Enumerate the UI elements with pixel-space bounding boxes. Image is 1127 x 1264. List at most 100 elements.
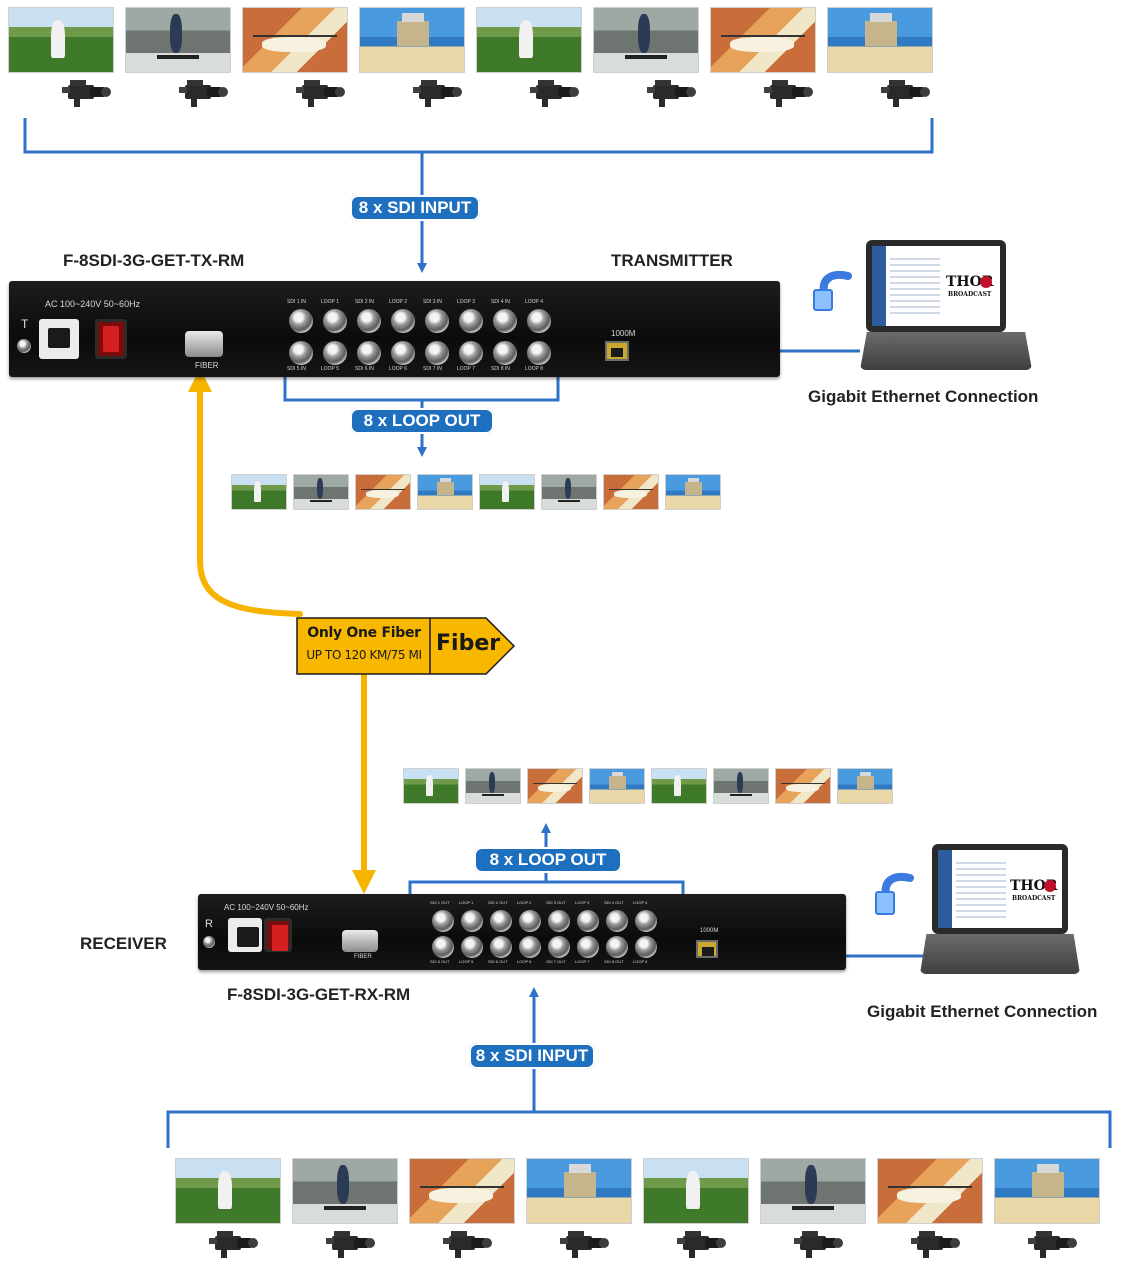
lifeguard-thumbnail bbox=[589, 768, 645, 804]
rx-ethernet-caption: Gigabit Ethernet Connection bbox=[867, 1002, 1098, 1021]
fiber-sign-line2: UP TO 120 KM/75 MI bbox=[306, 648, 422, 662]
port-label: SDI 6 IN bbox=[355, 366, 374, 372]
skate-thumbnail bbox=[541, 474, 597, 510]
bnc-connector[interactable] bbox=[425, 341, 449, 365]
tx-sdi-input-badge: 8 x SDI INPUT bbox=[350, 195, 480, 221]
video-camera-icon bbox=[1026, 1228, 1078, 1258]
laptop-screen-content: THOR BROADCAST bbox=[872, 246, 1000, 326]
bnc-connector[interactable] bbox=[577, 936, 599, 958]
bnc-connector[interactable] bbox=[527, 341, 551, 365]
tx-side-letter: T bbox=[21, 317, 29, 331]
ground-screw bbox=[203, 936, 215, 948]
rx-ethernet-port[interactable] bbox=[696, 940, 718, 958]
soccer-thumbnail bbox=[403, 768, 459, 804]
port-label: LOOP 2 bbox=[517, 900, 532, 905]
bnc-connector[interactable] bbox=[357, 309, 381, 333]
video-camera-icon bbox=[879, 77, 931, 107]
fiber-sign: Only One Fiber UP TO 120 KM/75 MI Fiber bbox=[296, 617, 516, 675]
lifeguard-thumbnail bbox=[417, 474, 473, 510]
tx-model-label: F-8SDI-3G-GET-TX-RM bbox=[63, 251, 245, 270]
tx-fiber-port[interactable] bbox=[185, 331, 223, 357]
port-label: LOOP 2 bbox=[389, 299, 407, 305]
video-camera-icon bbox=[411, 77, 463, 107]
bnc-connector[interactable] bbox=[490, 910, 512, 932]
thor-logo-sub: BROADCAST bbox=[1012, 895, 1056, 902]
port-label: SDI 5 IN bbox=[287, 366, 306, 372]
bnc-connector[interactable] bbox=[493, 309, 517, 333]
bnc-connector[interactable] bbox=[357, 341, 381, 365]
bnc-connector[interactable] bbox=[459, 309, 483, 333]
tx-ethernet-caption: Gigabit Ethernet Connection bbox=[808, 387, 1039, 406]
bnc-connector[interactable] bbox=[519, 936, 541, 958]
rx-fiber-port[interactable] bbox=[342, 930, 378, 952]
video-camera-icon bbox=[207, 1228, 259, 1258]
bnc-connector[interactable] bbox=[577, 910, 599, 932]
bnc-connector[interactable] bbox=[527, 309, 551, 333]
rx-sdi-input-badge: 8 x SDI INPUT bbox=[469, 1043, 595, 1069]
bnc-connector[interactable] bbox=[519, 910, 541, 932]
rx-input-bus bbox=[166, 1110, 1112, 1148]
bnc-connector[interactable] bbox=[289, 341, 313, 365]
bnc-connector[interactable] bbox=[635, 936, 657, 958]
power-switch[interactable] bbox=[264, 918, 292, 952]
ethernet-cable-icon bbox=[808, 270, 856, 312]
bnc-connector[interactable] bbox=[461, 910, 483, 932]
bnc-connector[interactable] bbox=[461, 936, 483, 958]
tx-fiber-label: FIBER bbox=[195, 361, 219, 370]
video-camera-icon bbox=[762, 77, 814, 107]
rx-fiber-label: FIBER bbox=[354, 954, 372, 960]
video-camera-icon bbox=[792, 1228, 844, 1258]
bnc-connector[interactable] bbox=[391, 341, 415, 365]
soccer-thumbnail bbox=[476, 7, 582, 73]
bnc-connector[interactable] bbox=[459, 341, 483, 365]
bnc-connector[interactable] bbox=[391, 309, 415, 333]
helicopter-thumbnail bbox=[242, 7, 348, 73]
port-label: SDI 7 OUT bbox=[546, 959, 566, 964]
rx-laptop: THOR BROADCAST bbox=[870, 844, 1100, 984]
bnc-connector[interactable] bbox=[323, 309, 347, 333]
rx-power-label: AC 100~240V 50~60Hz bbox=[224, 903, 309, 912]
bnc-connector[interactable] bbox=[425, 309, 449, 333]
lifeguard-thumbnail bbox=[526, 1158, 632, 1224]
skate-thumbnail bbox=[125, 7, 231, 73]
port-label: SDI 5 OUT bbox=[430, 959, 450, 964]
bnc-connector[interactable] bbox=[548, 910, 570, 932]
bnc-connector[interactable] bbox=[323, 341, 347, 365]
laptop-keyboard-base bbox=[920, 934, 1080, 974]
bnc-connector[interactable] bbox=[606, 910, 628, 932]
helicopter-thumbnail bbox=[710, 7, 816, 73]
tx-ethernet-port[interactable] bbox=[605, 341, 629, 361]
lifeguard-thumbnail bbox=[837, 768, 893, 804]
skate-thumbnail bbox=[292, 1158, 398, 1224]
port-label: LOOP 5 bbox=[459, 959, 474, 964]
port-label: LOOP 5 bbox=[321, 366, 339, 372]
rx-laptop-screen: THOR BROADCAST bbox=[932, 844, 1068, 934]
bnc-connector[interactable] bbox=[490, 936, 512, 958]
rx-side-letter: R bbox=[205, 918, 213, 930]
bnc-connector[interactable] bbox=[635, 910, 657, 932]
helicopter-thumbnail bbox=[603, 474, 659, 510]
skate-thumbnail bbox=[713, 768, 769, 804]
port-label: LOOP 8 bbox=[525, 366, 543, 372]
port-label: LOOP 7 bbox=[575, 959, 590, 964]
power-switch[interactable] bbox=[95, 319, 127, 359]
helicopter-thumbnail bbox=[409, 1158, 515, 1224]
rx-model-label: F-8SDI-3G-GET-RX-RM bbox=[227, 985, 411, 1004]
bnc-connector[interactable] bbox=[548, 936, 570, 958]
bnc-connector[interactable] bbox=[493, 341, 517, 365]
tx-laptop-screen: THOR BROADCAST bbox=[866, 240, 1006, 332]
ground-screw bbox=[17, 339, 31, 353]
port-label: SDI 6 OUT bbox=[488, 959, 508, 964]
skate-thumbnail bbox=[593, 7, 699, 73]
port-label: LOOP 1 bbox=[321, 299, 339, 305]
tx-eth-port-label: 1000M bbox=[611, 329, 636, 338]
bnc-connector[interactable] bbox=[289, 309, 313, 333]
soccer-thumbnail bbox=[651, 768, 707, 804]
soccer-thumbnail bbox=[479, 474, 535, 510]
bnc-connector[interactable] bbox=[606, 936, 628, 958]
bnc-connector[interactable] bbox=[432, 936, 454, 958]
rx-loop-out-badge: 8 x LOOP OUT bbox=[474, 847, 622, 873]
bnc-connector[interactable] bbox=[432, 910, 454, 932]
tx-laptop: THOR BROADCAST bbox=[800, 240, 1032, 380]
